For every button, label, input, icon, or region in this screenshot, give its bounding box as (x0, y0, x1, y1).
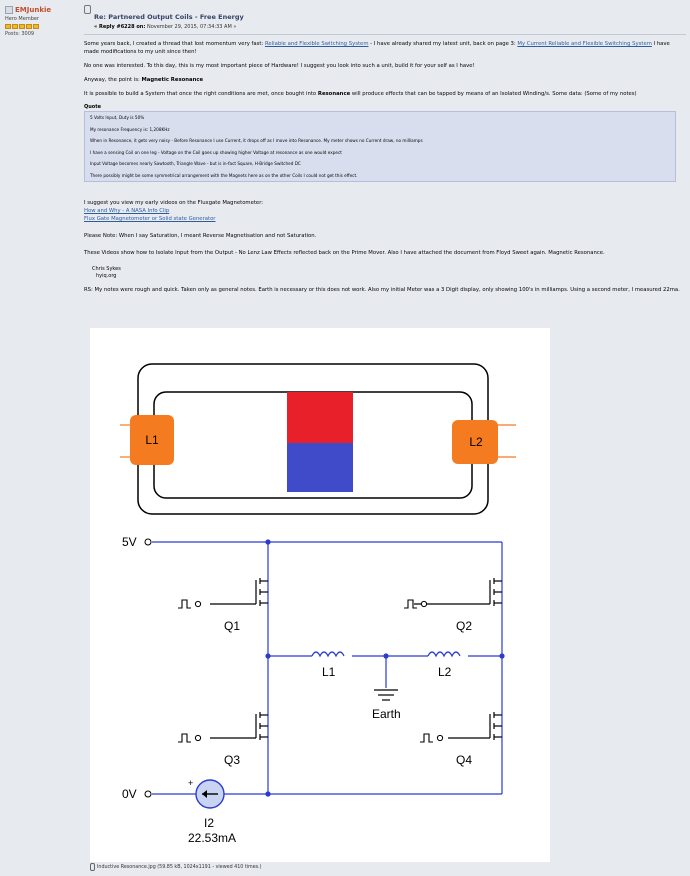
inductor-l1 (311, 651, 345, 658)
quote-line: My resonance Frequency is: 1,208KHz (90, 126, 170, 132)
username-row: EMJunkie (5, 6, 82, 14)
source-value-label: 22.53mA (188, 831, 236, 845)
text: Anyway, the point is: (84, 77, 140, 83)
reply-number: « Reply #6228 on: (94, 24, 146, 30)
q1-label: Q1 (224, 619, 240, 633)
paragraph-7: These Videos show how to Isolate Input f… (84, 250, 605, 256)
coil-l2-label: L2 (469, 435, 483, 449)
q2-label: Q2 (456, 619, 472, 633)
gate-pulse-icons (178, 599, 433, 743)
inductor-l2 (427, 651, 461, 658)
paragraph-6: Please Note: When I say Saturation, I me… (84, 233, 317, 239)
bold-text: Magnetic Resonance (141, 77, 204, 83)
quote-line: When in Resonance, it gets very noisy - … (90, 138, 423, 143)
magnet-south (287, 443, 353, 492)
attachment-info: Inductive Resonance.jpg (59.85 kB, 1024x… (90, 863, 262, 871)
text: Some years back, I created a thread that… (84, 41, 264, 47)
quote-line: There possibly might be some symmetrical… (90, 172, 358, 178)
member-rank: Hero Member (5, 16, 39, 22)
current-arrow-icon (202, 790, 207, 798)
text: It is possible to build a System that on… (84, 91, 317, 97)
rail-0v-label: 0V (122, 787, 137, 801)
junction-dots (265, 539, 505, 797)
quote-line: 5 Volts Input, Duty is 50% (90, 115, 145, 120)
reply-date: November 29, 2015, 07:34:33 AM » (146, 24, 237, 30)
rail-5v-label: 5V (122, 535, 137, 549)
star-icon (5, 24, 11, 29)
header-divider (84, 34, 686, 35)
coil-l2 (452, 420, 498, 464)
text: will produce effects that can be tapped … (351, 91, 637, 97)
quote-line: I have a sensing Coil on one leg - Volta… (90, 149, 342, 155)
post-body: Re: Partnered Output Coils - Free Energy… (84, 4, 686, 300)
post-subject-link[interactable]: Re: Partnered Output Coils - Free Energy (94, 13, 244, 21)
paragraph-3: Anyway, the point is: Magnetic Resonance (84, 76, 686, 84)
magnet-north (287, 392, 353, 443)
paragraph-4: It is possible to build a System that on… (84, 90, 686, 98)
source-name-label: I2 (204, 816, 214, 830)
poster-info: EMJunkie Hero Member Posts: 3009 (0, 0, 82, 37)
earth-label: Earth (372, 707, 401, 721)
star-icon (19, 24, 25, 29)
signature-name: Chris Sykes (92, 266, 121, 272)
paperclip-icon (90, 863, 95, 871)
link-current-switching-system[interactable]: My Current Reliable and Flexible Switchi… (517, 41, 652, 47)
terminal-5v (144, 538, 152, 546)
coil-l1 (130, 415, 174, 465)
quote-line: Input Voltage becomes nearly Sawtooth, T… (90, 161, 301, 166)
link-nasa-info-clip[interactable]: How and Why - A NASA Info Clip (84, 208, 170, 214)
text: - I have already shared my latest unit, … (370, 41, 516, 47)
bold-text: Resonance (317, 91, 351, 97)
text: I have made modifications to my unit sin… (84, 41, 670, 55)
link-flux-gate-video[interactable]: Flux Gate Magnetometer or Solid state Ge… (84, 216, 216, 222)
resonance-diagram: L1 L2 (120, 363, 516, 845)
signature: Chris Sykes hyiq.org (92, 266, 686, 280)
link-switching-system[interactable]: Reliable and Flexible Switching System (264, 41, 369, 47)
coil-l1-label: L1 (145, 433, 159, 447)
star-icon (12, 24, 18, 29)
rank-stars (5, 24, 82, 29)
inductor-l2-label: L2 (438, 665, 452, 679)
paragraph-2: No one was interested. To this day, this… (84, 63, 475, 69)
terminal-0v (144, 790, 152, 798)
attachment-link[interactable]: Inductive Resonance.jpg (59.85 kB, 1024x… (97, 864, 262, 870)
text: I suggest you view my early videos on th… (84, 200, 264, 206)
post-icon (84, 5, 91, 14)
paragraph-1: Some years back, I created a thread that… (84, 40, 686, 56)
username-link[interactable]: EMJunkie (15, 6, 52, 14)
inductor-l1-label: L1 (322, 665, 336, 679)
mosfets (210, 578, 502, 740)
paragraph-5: I suggest you view my early videos on th… (84, 199, 686, 223)
signature-site: hyiq.org (96, 273, 117, 279)
post-count: Posts: 3009 (5, 31, 35, 37)
star-icon (33, 24, 39, 29)
gate-terminals (194, 600, 444, 742)
q3-label: Q3 (224, 753, 240, 767)
earth-symbol (374, 689, 398, 701)
star-icon (26, 24, 32, 29)
q4-label: Q4 (456, 753, 472, 767)
post-header: Re: Partnered Output Coils - Free Energy… (84, 4, 686, 30)
quote-label: Quote (84, 104, 102, 110)
source-plus-label: + (188, 778, 193, 788)
reply-info: « Reply #6228 on: November 29, 2015, 07:… (94, 24, 244, 30)
user-status-icon (5, 6, 13, 14)
paragraph-8: RS: My notes were rough and quick. Taken… (84, 287, 680, 293)
attached-image[interactable]: L1 L2 (90, 328, 550, 862)
quote-block: 5 Volts Input, Duty is 50% My resonance … (84, 111, 676, 182)
